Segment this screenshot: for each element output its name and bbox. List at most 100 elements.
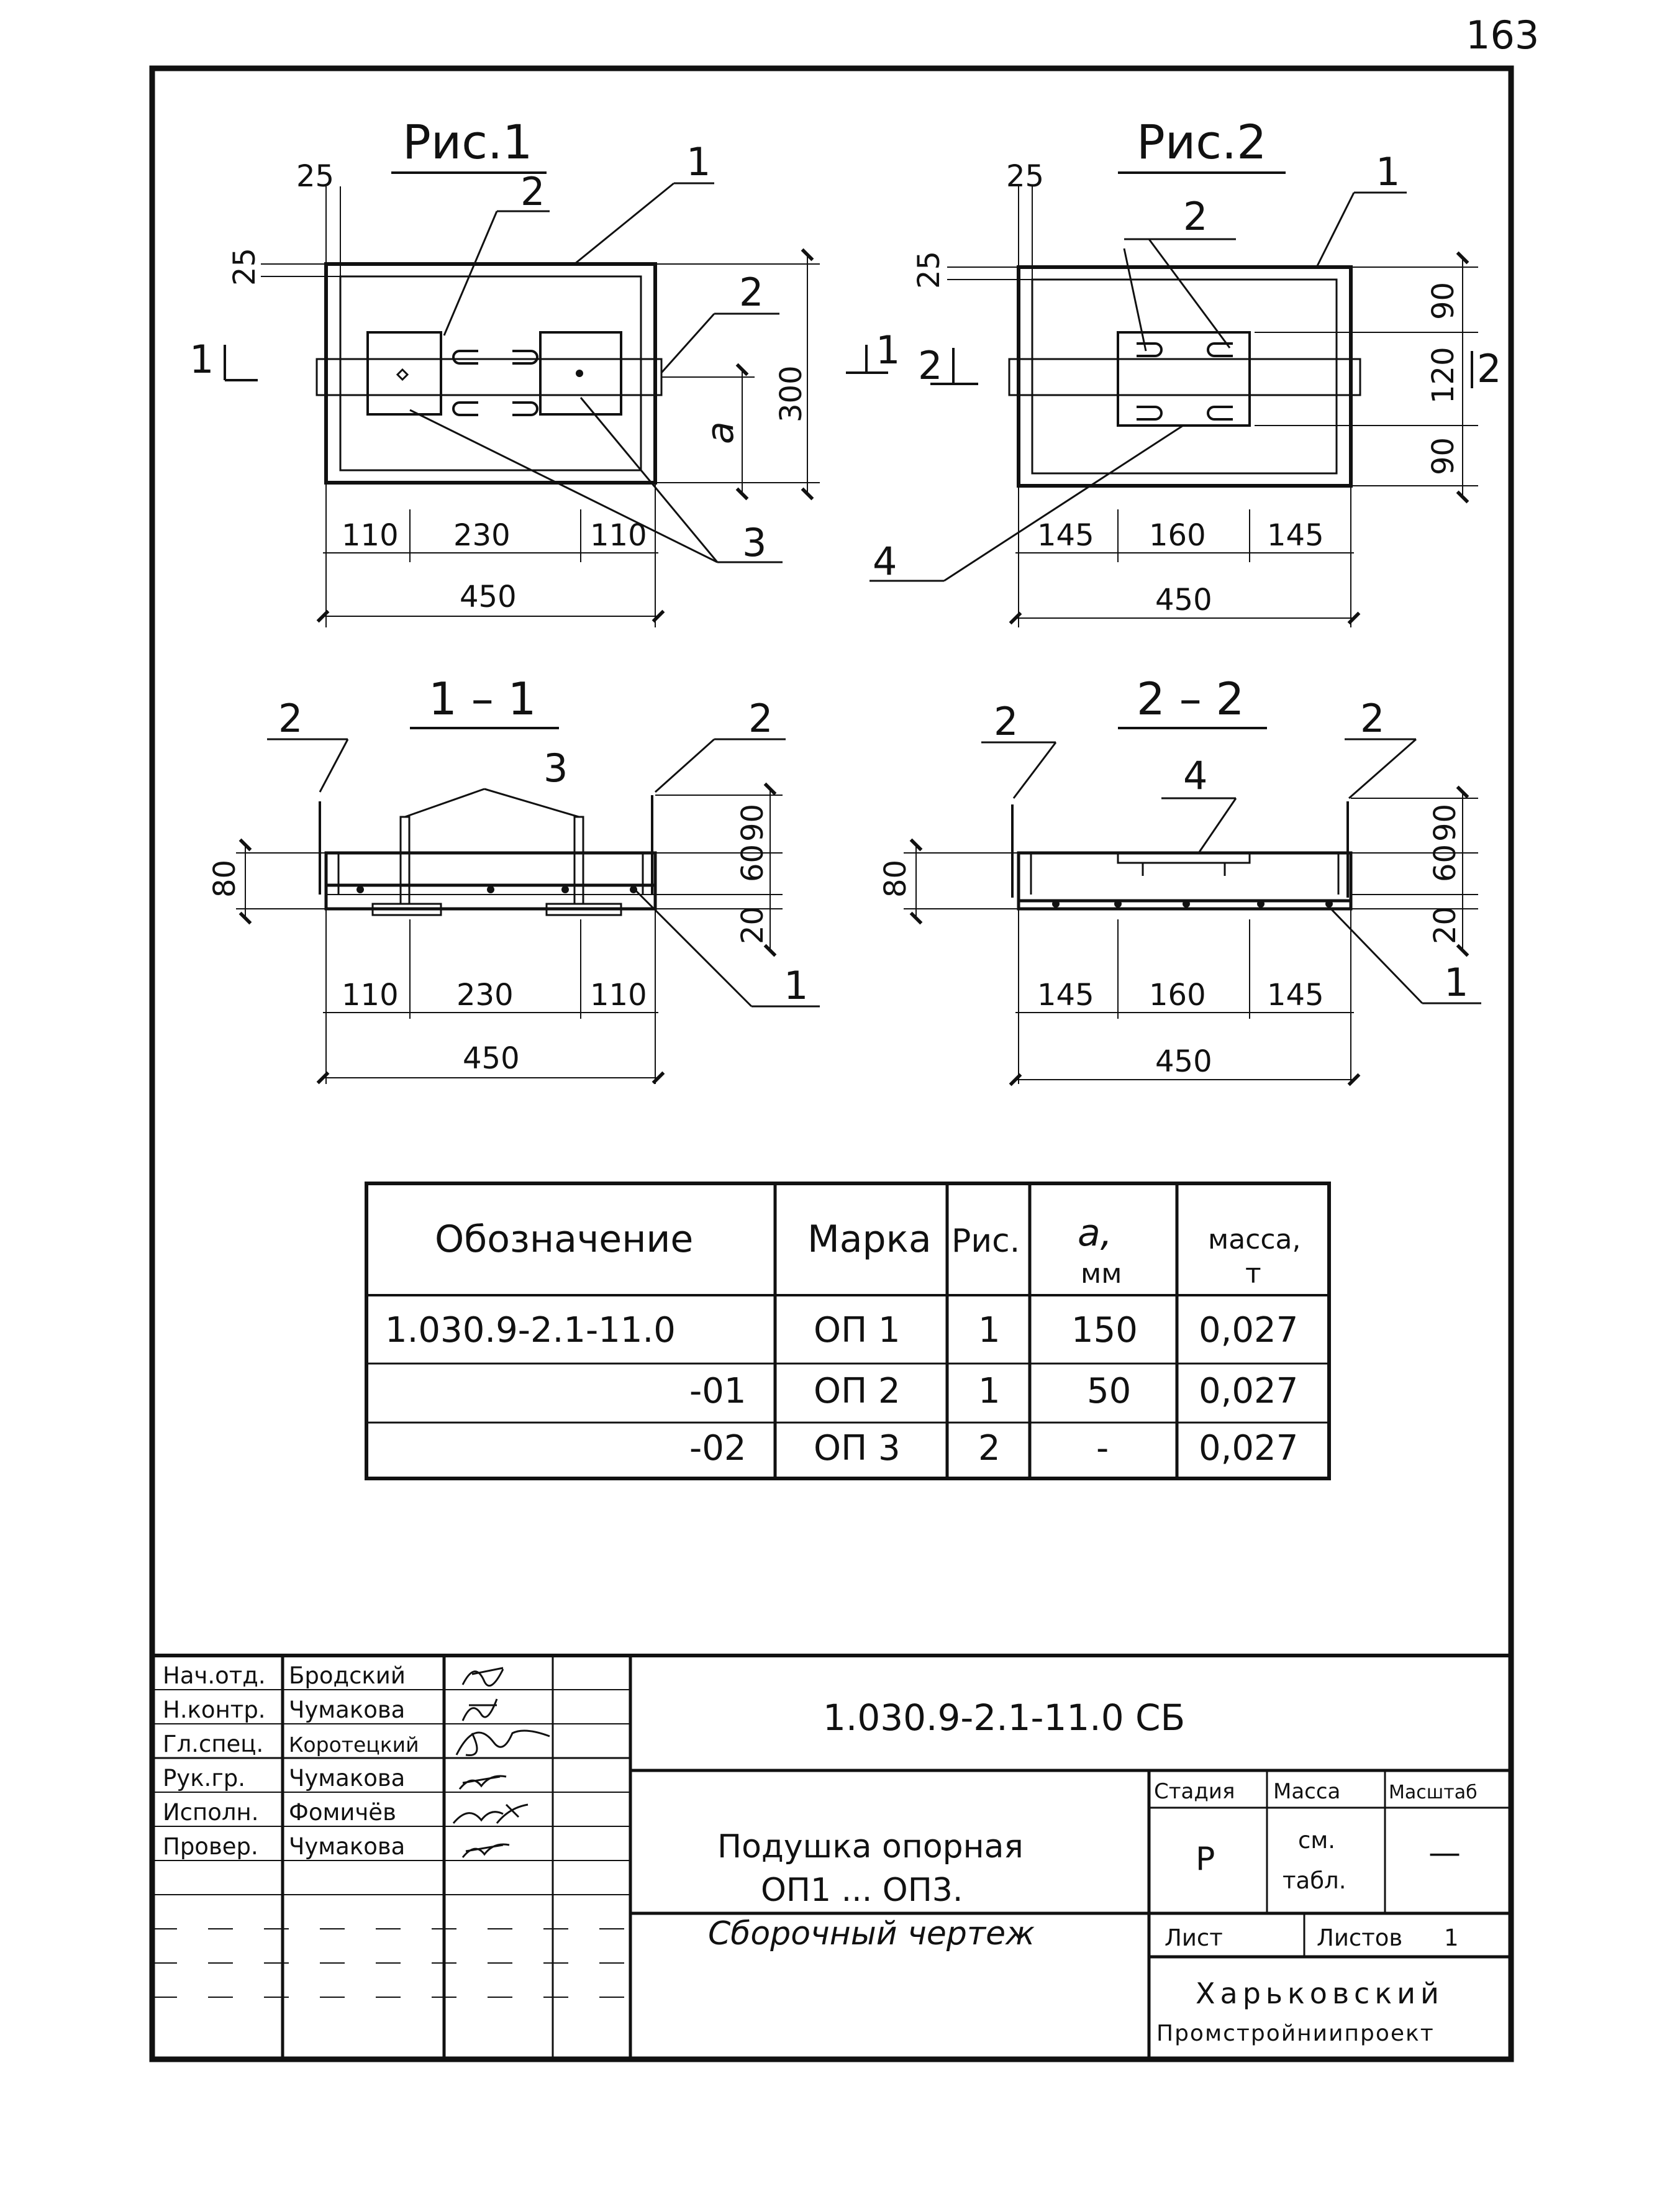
section-2-2-title: 2 – 2 <box>1137 673 1244 725</box>
title-block: Нач.отд. Бродский Н.контр. Чумакова Гл.с… <box>152 1654 1511 2059</box>
title-block-mass-label: Масса <box>1273 1779 1340 1804</box>
title-block-role-1: Нач.отд. <box>163 1662 266 1689</box>
table-row-3-a: - <box>1096 1428 1109 1469</box>
sheet-frame <box>149 65 1514 2062</box>
section-1-1-dim-20: 20 <box>735 906 770 944</box>
title-block-title-line-3: Сборочный чертеж <box>708 1915 1035 1952</box>
figure-2-dim-90-top: 90 <box>1426 282 1461 320</box>
title-block-sheet-label: Лист <box>1165 1924 1223 1951</box>
section-2-2-callout-2-left: 2 <box>994 699 1018 744</box>
section-2-2-callout-1: 1 <box>1444 960 1468 1005</box>
table-header-a: a, <box>1078 1211 1112 1255</box>
signature-marks <box>452 1667 550 1858</box>
title-block-stage-label: Стадия <box>1154 1779 1235 1804</box>
section-1-1-title: 1 – 1 <box>429 673 536 725</box>
title-block-stage-value: Р <box>1196 1841 1215 1878</box>
table-header-mark: Марка <box>807 1218 932 1261</box>
page-number: 163 <box>1466 12 1539 58</box>
section-1-1-dim-60: 60 <box>735 844 770 882</box>
figure-2-callout-1: 1 <box>1376 149 1400 194</box>
figure-2-dim-120: 120 <box>1426 347 1461 404</box>
title-block-name-4: Чумакова <box>289 1765 405 1792</box>
figure-2-dim-25-top: 25 <box>1006 159 1044 194</box>
figure-2-slab <box>1017 265 1353 488</box>
figure-2-dim-25-left: 25 <box>912 251 947 289</box>
figure-1-dim-25-top: 25 <box>296 159 334 194</box>
figure-2-section-mark-right: 2 <box>1477 346 1501 391</box>
section-2-2-dim-145-left: 145 <box>1037 978 1094 1013</box>
table-row-1-mass: 0,027 <box>1199 1310 1298 1350</box>
figure-1-callout-2-right: 2 <box>739 270 763 315</box>
figure-1-dim-a: a <box>699 421 742 444</box>
table-row-3-mark: ОП 3 <box>814 1428 901 1469</box>
title-block-role-3: Гл.спец. <box>163 1731 263 1757</box>
title-block-scale-label: Масштаб <box>1389 1782 1478 1803</box>
table-header-designation: Обозначение <box>435 1218 693 1261</box>
section-2-2-dim-160: 160 <box>1149 978 1206 1013</box>
table-row-1-fig: 1 <box>978 1310 1001 1350</box>
figure-1-dim-110-left: 110 <box>342 518 399 553</box>
figure-2-dim-90-bottom: 90 <box>1426 437 1461 475</box>
section-2-2-dim-145-right: 145 <box>1267 978 1324 1013</box>
section-1-1-dim-90: 90 <box>735 804 770 842</box>
section-1-1-dim-110-right: 110 <box>590 978 647 1013</box>
figure-2-callout-4: 4 <box>873 539 897 584</box>
section-1-1-slab <box>324 851 657 911</box>
title-block-role-6: Провер. <box>163 1833 258 1860</box>
figure-2-plate <box>1117 331 1251 427</box>
table-row-2-a: 50 <box>1087 1371 1131 1411</box>
figure-1-section-mark-left: 1 <box>189 337 214 382</box>
section-1-1-callout-1: 1 <box>784 963 808 1008</box>
section-2-2-dim-60: 60 <box>1428 844 1463 882</box>
title-block-sheets-label: Листов <box>1317 1924 1402 1951</box>
table-row-2-mass: 0,027 <box>1199 1371 1298 1411</box>
section-2-2-callout-4: 4 <box>1183 753 1207 798</box>
figure-1-section-mark-right: 1 <box>876 327 900 373</box>
table-row-2-mark: ОП 2 <box>814 1371 901 1411</box>
section-2-2-dim-20: 20 <box>1428 906 1463 944</box>
figure-2-callout-2: 2 <box>1183 194 1207 239</box>
title-block-name-2: Чумакова <box>289 1697 405 1723</box>
section-1-1-callout-2-right: 2 <box>748 696 773 741</box>
section-1-1-dim-230: 230 <box>456 978 514 1013</box>
section-1-1-callout-3: 3 <box>543 745 568 791</box>
figure-2-section-mark-left: 2 <box>918 343 942 388</box>
figure-1-callout-3: 3 <box>742 520 766 565</box>
title-block-title-line-1: Подушка опорная <box>717 1828 1024 1865</box>
title-block-role-4: Рук.гр. <box>163 1765 245 1792</box>
table-header-fig: Рис. <box>951 1223 1020 1260</box>
title-block-org-line-1: Харьковский <box>1196 1977 1444 2010</box>
table-row-3-mass: 0,027 <box>1199 1428 1298 1469</box>
section-2-2-plate <box>1117 852 1251 864</box>
figure-1-title: Рис.1 <box>402 114 533 170</box>
table-row-2-fig: 1 <box>978 1371 1001 1411</box>
figure-1-dim-25-left: 25 <box>227 248 262 286</box>
figure-1-dim-300: 300 <box>774 365 809 422</box>
table-row-1-designation: 1.030.9-2.1-11.0 <box>385 1310 676 1350</box>
title-block-org-line-2: Промстройниипроект <box>1156 2021 1435 2046</box>
table-row-3-designation: -02 <box>689 1428 746 1469</box>
table-header-mass-unit: т <box>1245 1258 1261 1290</box>
section-2-2-callout-2-right: 2 <box>1360 696 1384 741</box>
section-2-2-dim-80: 80 <box>878 860 913 898</box>
figure-1-dim-230: 230 <box>453 518 511 553</box>
title-block-code: 1.030.9-2.1-11.0 СБ <box>823 1697 1185 1739</box>
section-1-1-dim-450: 450 <box>463 1041 520 1076</box>
section-2-2-dim-90: 90 <box>1428 804 1463 842</box>
figure-1-dim-110-right: 110 <box>590 518 647 553</box>
specification-table: Обозначение Марка Рис. a, мм масса, т 1.… <box>365 1182 1331 1480</box>
table-row-3-fig: 2 <box>978 1428 1001 1469</box>
figure-1-plan: Рис.1 25 25 300 a 1 1 <box>189 114 900 627</box>
figure-1-callout-2-top: 2 <box>520 169 545 214</box>
section-2-2: 2 – 2 90 60 20 80 145 160 <box>878 673 1481 1086</box>
section-1-1: 1 – 1 90 60 20 80 <box>207 673 820 1085</box>
table-header-a-unit: мм <box>1081 1258 1122 1290</box>
section-1-1-dim-110-left: 110 <box>342 978 399 1013</box>
figure-1-slab <box>324 262 657 485</box>
figure-2-title: Рис.2 <box>1137 114 1267 170</box>
figure-2-plan: Рис.2 25 25 90 120 90 2 2 1 4 <box>870 114 1501 627</box>
title-block-name-1: Бродский <box>289 1662 406 1689</box>
title-block-mass-value-1: см. <box>1298 1827 1335 1854</box>
section-1-1-callout-2-left: 2 <box>278 696 302 741</box>
